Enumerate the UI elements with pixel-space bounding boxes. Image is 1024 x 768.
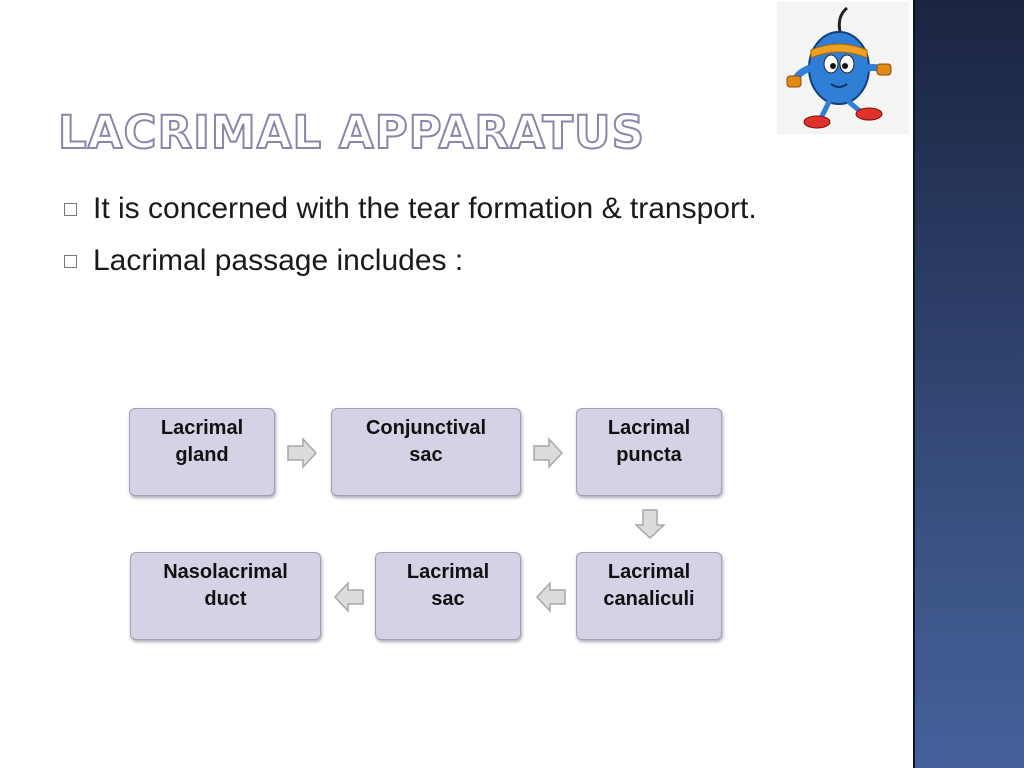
node-conjunctival-sac: Conjunctival sac	[331, 408, 521, 496]
bullet-item: It is concerned with the tear formation …	[62, 186, 762, 232]
node-nasolacrimal-duct: Nasolacrimal duct	[130, 552, 321, 640]
bullet-text: It is concerned with the tear formation …	[93, 192, 757, 225]
node-lacrimal-canaliculi: Lacrimal canaliculi	[576, 552, 722, 640]
node-label: Lacrimal puncta	[607, 417, 691, 466]
bullet-square-icon	[64, 255, 77, 268]
node-label: Conjunctival sac	[365, 417, 486, 466]
side-panel	[913, 0, 1024, 768]
node-label: Nasolacrimal duct	[163, 561, 288, 610]
node-lacrimal-sac: Lacrimal sac	[375, 552, 521, 640]
bullet-list: It is concerned with the tear formation …	[62, 186, 762, 290]
arrow-left-icon	[333, 581, 364, 613]
node-label: Lacrimal gland	[160, 417, 244, 466]
arrow-down-icon	[634, 509, 666, 540]
arrow-right-icon	[287, 437, 318, 469]
arrow-left-icon	[535, 581, 566, 613]
bullet-square-icon	[64, 203, 77, 216]
node-label: Lacrimal sac	[406, 561, 490, 610]
node-lacrimal-gland: Lacrimal gland	[129, 408, 275, 496]
arrow-right-icon	[533, 437, 564, 469]
cartoon-mascot-icon	[777, 2, 909, 134]
slide-title: LACRIMAL APPARATUS	[57, 105, 645, 160]
node-label: Lacrimal canaliculi	[603, 561, 695, 610]
bullet-text: Lacrimal passage includes :	[93, 244, 464, 277]
bullet-item: Lacrimal passage includes :	[62, 238, 762, 284]
node-lacrimal-puncta: Lacrimal puncta	[576, 408, 722, 496]
